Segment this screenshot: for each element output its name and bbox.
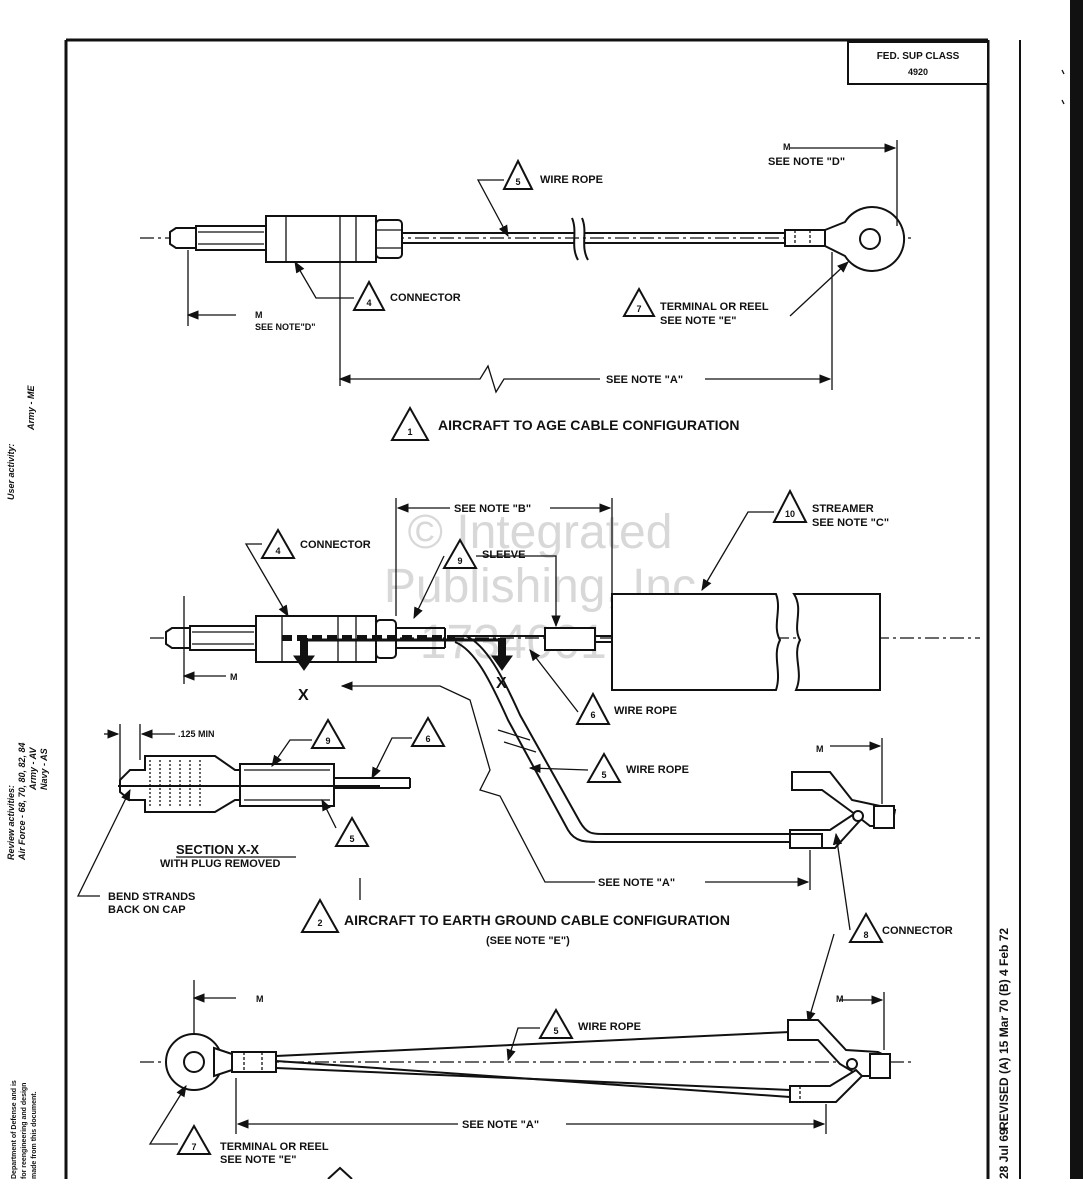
terminal-label-1a: TERMINAL OR REEL: [660, 301, 769, 313]
terminal-label-3a: TERMINAL OR REEL: [220, 1141, 329, 1153]
streamer-panel-right: [792, 593, 881, 691]
connector-label-2: CONNECTOR: [300, 539, 371, 551]
connector-label-1: CONNECTOR: [390, 292, 461, 304]
issue-date: 28 Jul 69: [997, 1128, 1011, 1179]
callout-triangle-5: [502, 158, 534, 190]
m-label-right-1: M: [783, 142, 791, 152]
note-a-2: SEE NOTE "A": [598, 877, 675, 889]
note-a-1: SEE NOTE "A": [606, 374, 683, 386]
section-marker-right: X: [496, 675, 507, 692]
review-navy: Navy - AS: [39, 748, 49, 790]
m-label-right-2: M: [816, 744, 824, 754]
callout-5-num: 5: [515, 177, 520, 187]
figure-2-earth-ground-cable: X X SEE NOTE "B" 10 STREAMER SEE NOTE "C: [150, 488, 980, 1024]
section-callout-9: 9: [325, 736, 330, 746]
class-line-1: FED. SUP CLASS: [877, 51, 960, 62]
class-block: FED. SUP CLASS 4920: [847, 41, 989, 85]
callout-4b-num: 4: [275, 546, 280, 556]
terminal-ferrule-1: [784, 229, 826, 247]
section-subtitle: WITH PLUG REMOVED: [160, 858, 280, 870]
bend-strands-2: BACK ON CAP: [108, 904, 186, 916]
figure-2-subtitle: (SEE NOTE "E"): [486, 935, 570, 947]
figure-1-title: AIRCRAFT TO AGE CABLE CONFIGURATION: [438, 417, 740, 433]
callout-4-num: 4: [366, 298, 371, 308]
wire-rope-label-3: WIRE ROPE: [578, 1021, 641, 1033]
figure-1-number: 1: [407, 427, 412, 437]
dod-note-2: for reengineering and design: [21, 1083, 28, 1179]
review-army: Army - AV: [28, 746, 38, 791]
sleeve-label: SLEEVE: [482, 549, 525, 561]
section-title: SECTION X-X: [176, 842, 259, 857]
dod-note-1: Department of Defense and is: [11, 1080, 18, 1179]
watermark-line-1: © Integrated: [408, 506, 673, 559]
wire-rope-label-6: WIRE ROPE: [614, 705, 677, 717]
figure-3-cable: M M SEE NOTE "A" 5 WIRE ROPE 7 TERMINAL …: [140, 980, 912, 1180]
note-d-right-1: SEE NOTE "D": [768, 156, 845, 168]
streamer-panel-left: [611, 593, 782, 691]
section-marker-left: X: [298, 687, 309, 704]
terminal-label-3b: SEE NOTE "E": [220, 1154, 296, 1166]
sleeve-body: [544, 627, 596, 651]
callout-10-num: 10: [785, 509, 795, 519]
section-callout-5: 5: [349, 834, 354, 844]
note-b: SEE NOTE "B": [454, 503, 531, 515]
wire-rope-label-5: WIRE ROPE: [626, 764, 689, 776]
streamer-label-1: STREAMER: [812, 503, 874, 515]
streamer-label-2: SEE NOTE "C": [812, 517, 889, 529]
m-label-right-3: M: [836, 994, 844, 1004]
callout-5c-num: 5: [553, 1026, 558, 1036]
user-activity-label: User activity:: [6, 443, 16, 500]
left-margin-notes: User activity: Army - ME Review activiti…: [6, 384, 49, 1179]
connector-8-label: CONNECTOR: [882, 925, 953, 937]
revision-text: REVISED (A) 15 Mar 70 (B) 4 Feb 72: [997, 928, 1011, 1130]
connector-body-1: [265, 215, 377, 263]
section-x-x: .125 MIN 9 6 5 SECTION X-X WITH PLUG REM…: [76, 715, 446, 916]
m-label-left-3: M: [256, 994, 264, 1004]
figure-2-title: AIRCRAFT TO EARTH GROUND CABLE CONFIGURA…: [344, 912, 730, 928]
callout-9-num: 9: [457, 556, 462, 566]
terminal-label-1b: SEE NOTE "E": [660, 315, 736, 327]
callout-8-num: 8: [863, 930, 868, 940]
note-d-left-1: SEE NOTE"D": [255, 322, 316, 332]
m-label-left-1: M: [255, 310, 263, 320]
review-activities-label: Review activities:: [6, 785, 16, 860]
m-label-left-2: M: [230, 672, 238, 682]
bend-strands-1: BEND STRANDS: [108, 891, 195, 903]
class-line-2: 4920: [908, 67, 928, 77]
review-air-force: Air Force - 68, 70, 80, 82, 84: [17, 742, 27, 861]
sheet-border: [64, 0, 1083, 1179]
revision-strip: REVISED (A) 15 Mar 70 (B) 4 Feb 72 28 Ju…: [997, 928, 1011, 1179]
dod-note-3: made from this document.: [31, 1091, 38, 1179]
section-dim: .125 MIN: [178, 729, 215, 739]
section-callout-6: 6: [425, 734, 430, 744]
wire-rope-label-1: WIRE ROPE: [540, 174, 603, 186]
figure-1-age-cable: 5 WIRE ROPE 4 CONNECTOR 7 TERMINAL OR RE…: [140, 140, 912, 441]
callout-6-num: 6: [590, 710, 595, 720]
callout-7b-num: 7: [191, 1142, 196, 1152]
callout-5b-num: 5: [601, 770, 606, 780]
note-a-3: SEE NOTE "A": [462, 1119, 539, 1131]
callout-7-num: 7: [636, 304, 641, 314]
user-activity-army: Army - ME: [26, 384, 36, 431]
figure-2-number: 2: [317, 918, 322, 928]
